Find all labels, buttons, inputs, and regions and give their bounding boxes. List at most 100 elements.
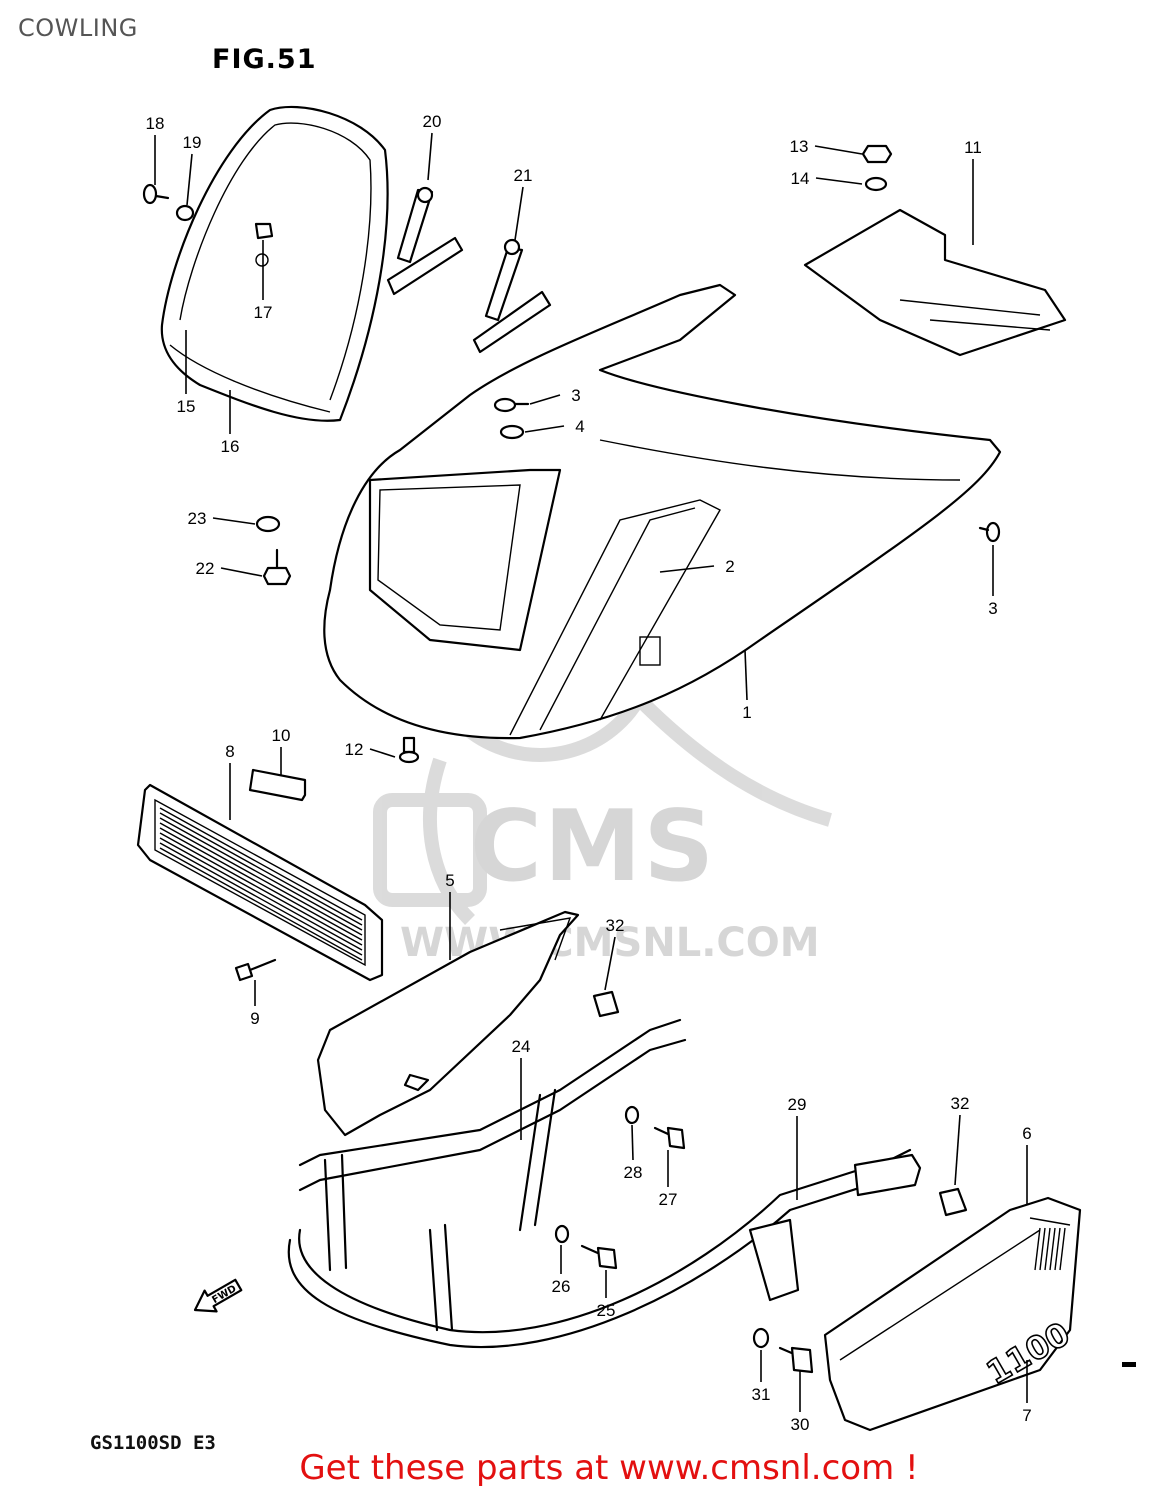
inner-shield-11: [803, 208, 1067, 357]
callout-17: 17: [254, 303, 273, 322]
watermark-brand: CMS: [470, 790, 717, 904]
callout-10: 10: [272, 726, 291, 745]
leader-20: [427, 132, 433, 181]
lower-cowl-5: [316, 910, 580, 1137]
leader-12: [369, 748, 396, 758]
callout-29: 29: [788, 1095, 807, 1114]
callout-24: 24: [512, 1037, 531, 1056]
leader-22: [220, 567, 263, 577]
callout-23: 23: [188, 509, 207, 528]
leader-21: [514, 186, 524, 241]
callout-2: 2: [725, 557, 734, 576]
callout-27: 27: [659, 1190, 678, 1209]
grommet-32-b: [938, 1187, 968, 1217]
grille-slat: [159, 817, 363, 931]
leader-32: [604, 936, 616, 991]
bolt-25: [580, 1244, 618, 1270]
leader-4: [524, 425, 565, 433]
callout-32: 32: [951, 1094, 970, 1113]
leader-19: [186, 153, 193, 206]
callout-22: 22: [196, 559, 215, 578]
grille-slat: [159, 842, 363, 956]
label-10: [248, 768, 307, 802]
cowl-fin: [1034, 1227, 1041, 1271]
margin-mark: [1122, 1362, 1136, 1367]
washer-23: [255, 515, 281, 533]
callout-3: 3: [988, 599, 997, 618]
washer-4: [499, 424, 525, 440]
callout-16: 16: [221, 437, 240, 456]
leader-13: [814, 145, 863, 155]
callout-18: 18: [146, 114, 165, 133]
callout-32: 32: [606, 916, 625, 935]
windscreen: [160, 105, 389, 422]
leader-3: [529, 394, 561, 405]
windscreen-bracket-20: [386, 186, 464, 296]
callout-12: 12: [345, 740, 364, 759]
grille-slat: [159, 827, 363, 941]
cowl-fin: [1054, 1227, 1061, 1271]
leader-32: [954, 1114, 961, 1186]
grille-slat: [159, 812, 363, 926]
leader-1: [744, 649, 748, 701]
figure-title: FIG.51: [212, 44, 317, 75]
callout-4: 4: [575, 417, 584, 436]
leader-23: [212, 517, 256, 525]
stay-24: [298, 1018, 687, 1332]
bolt-9: [234, 958, 277, 982]
fwd-arrow-icon: FWD: [193, 1278, 243, 1313]
washer-14: [864, 176, 888, 192]
grille-slat: [159, 837, 363, 951]
grille-8: [136, 783, 384, 982]
callout-5: 5: [445, 871, 454, 890]
lower-cowl-right-6: 1100: [823, 1196, 1082, 1432]
screw-3-top: [493, 397, 530, 413]
windscreen-bracket-21: [472, 238, 552, 354]
leader-lines: [154, 132, 1028, 1412]
grille-slat: [159, 807, 363, 921]
callout-28: 28: [624, 1163, 643, 1182]
leader-14: [815, 177, 863, 185]
screw-18: [142, 183, 170, 205]
callout-25: 25: [597, 1301, 616, 1320]
grommet-32-a: [592, 990, 620, 1018]
washer-19: [175, 204, 195, 222]
bolt-22: [262, 548, 292, 586]
callout-26: 26: [552, 1277, 571, 1296]
screw-12: [398, 736, 420, 764]
leader-28: [631, 1124, 634, 1161]
callout-1: 1: [742, 703, 751, 722]
grille-slat: [159, 832, 363, 946]
cowl-fin: [1039, 1227, 1046, 1271]
grille-slat: [159, 822, 363, 936]
callout-8: 8: [225, 742, 234, 761]
callout-numbers: 1233456789101112131415161718192021222324…: [146, 112, 1032, 1434]
callout-14: 14: [791, 169, 810, 188]
bolt-27: [653, 1126, 686, 1150]
page-label: COWLING: [18, 14, 138, 42]
cowl-fin: [1059, 1227, 1066, 1271]
callout-15: 15: [177, 397, 196, 416]
callout-21: 21: [514, 166, 533, 185]
callout-31: 31: [752, 1385, 771, 1404]
washer-28: [624, 1105, 640, 1125]
callout-20: 20: [423, 112, 442, 131]
nut-13: [861, 144, 893, 164]
callout-6: 6: [1022, 1124, 1031, 1143]
callout-7: 7: [1022, 1406, 1031, 1425]
callout-19: 19: [183, 133, 202, 152]
callout-3: 3: [571, 386, 580, 405]
leader-2: [659, 565, 715, 573]
shop-link[interactable]: Get these parts at www.cmsnl.com !: [0, 1448, 1158, 1488]
grille-slat: [159, 847, 363, 961]
washer-26: [554, 1224, 570, 1244]
shop-link-text: Get these parts at www.cmsnl.com !: [299, 1448, 919, 1488]
screw-3-side: [978, 521, 1001, 543]
cowl-fin: [1044, 1227, 1051, 1271]
nut-17: [254, 222, 274, 240]
bolt-30: [778, 1346, 814, 1374]
model-code: GS1100SD E3: [90, 1432, 216, 1454]
callout-9: 9: [250, 1009, 259, 1028]
